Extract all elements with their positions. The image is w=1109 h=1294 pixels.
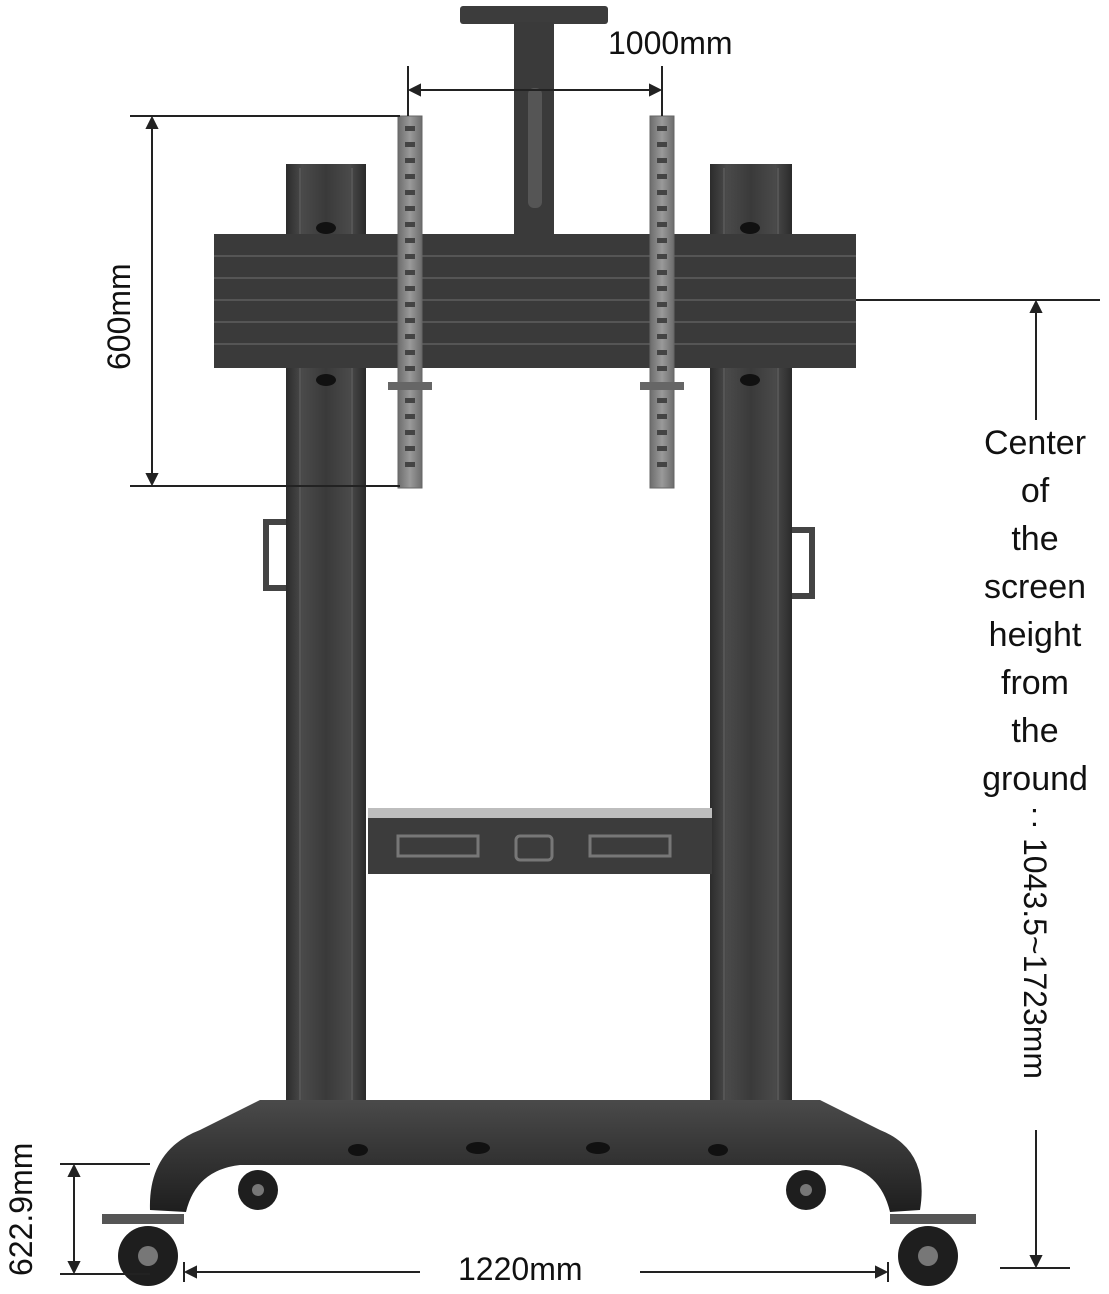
caption-suffix: : [1030,797,1039,833]
dimension-base-height [60,1163,150,1275]
caption-line: ground [982,760,1088,798]
caption-line: of [1020,472,1050,510]
accessory-shelf [368,808,712,874]
caster-rear-right [786,1170,826,1210]
camera-shelf [460,6,608,234]
dimension-center-height [856,299,1100,1269]
caption-line: the [1011,520,1059,558]
dimension-base-width [183,1262,889,1282]
dimension-width-spacing [407,66,663,116]
dimension-width-spacing-label: 1000mm [608,25,733,61]
dimension-base-height-label: 622.9mm [3,1143,39,1276]
dimension-height-spacing-label: 600mm [101,263,137,370]
dimension-base-width-label: 1220mm [458,1251,583,1287]
caption-line: the [1011,712,1059,750]
caption-line: Center [983,424,1087,462]
caption-line: from [1001,664,1069,702]
left-vesa-bracket [388,115,432,489]
right-vesa-bracket [640,115,684,489]
caster-rear-left [238,1170,278,1210]
mount-beam [214,234,856,368]
base [149,1100,922,1212]
dimension-center-height-label: 1043.5~1723mm [1017,838,1053,1079]
caster-front-right [890,1214,976,1286]
dimension-height-spacing [130,115,400,487]
caption-line: screen [983,568,1087,606]
caster-front-left [102,1214,184,1286]
caption-line: height [988,616,1082,654]
